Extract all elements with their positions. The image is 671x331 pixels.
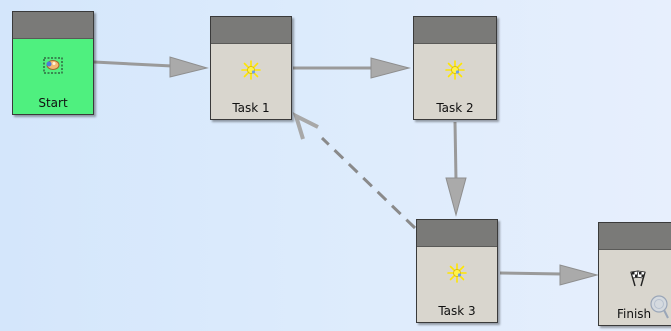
edge-task2-to-task3	[445, 121, 467, 217]
node-label: Finish	[617, 307, 652, 321]
node-header	[599, 223, 671, 250]
node-body	[13, 39, 93, 114]
magnifier-icon[interactable]	[648, 294, 670, 320]
node-label: Task 2	[436, 101, 474, 115]
node-body	[211, 44, 291, 119]
edge-task3-to-task1-dashed	[292, 112, 417, 230]
node-header	[13, 12, 93, 39]
start-icon	[43, 57, 63, 74]
edge-start-to-task1	[93, 56, 209, 78]
node-body	[414, 44, 496, 119]
edge-task1-to-task2	[293, 57, 411, 79]
task-node-2[interactable]: Task 2	[413, 16, 497, 120]
start-node[interactable]: Start	[12, 11, 94, 115]
node-header	[211, 17, 291, 44]
checkered-flags-icon	[630, 270, 646, 287]
node-header	[417, 220, 497, 247]
node-label: Start	[38, 96, 68, 110]
task-star-icon	[447, 263, 467, 283]
node-header	[414, 17, 496, 44]
edge-task3-to-finish	[499, 264, 599, 286]
node-label: Task 3	[438, 304, 476, 318]
task-node-1[interactable]: Task 1	[210, 16, 292, 120]
node-body	[417, 247, 497, 322]
task-star-icon	[241, 60, 261, 80]
node-label: Task 1	[232, 101, 270, 115]
task-star-icon	[445, 60, 465, 80]
task-node-3[interactable]: Task 3	[416, 219, 498, 323]
